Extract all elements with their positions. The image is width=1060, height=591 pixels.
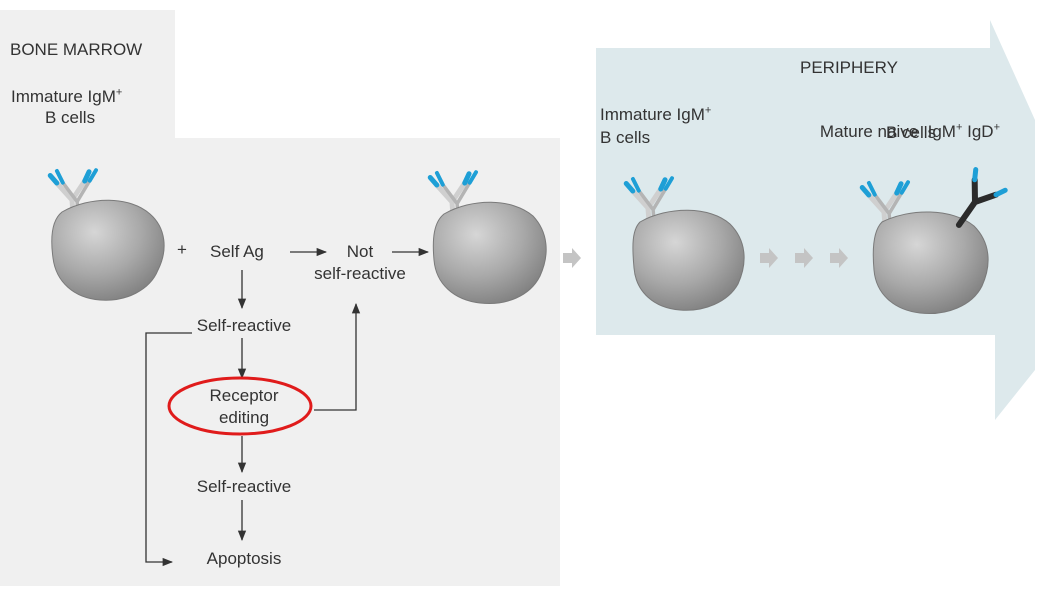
- arrow-bypass-apoptosis: [145, 332, 192, 567]
- periphery-title: PERIPHERY: [800, 58, 898, 77]
- self-reactive-label-2: Self-reactive: [196, 477, 292, 496]
- immature-b-cell-2: [430, 170, 547, 305]
- receptor-editing-label-1: Receptor: [209, 386, 279, 405]
- bone-marrow-panel: [0, 10, 560, 586]
- mature-naive-label: Mature naive IgM+ IgD+: [819, 121, 1001, 141]
- receptor-editing-highlight: [167, 376, 313, 436]
- receptor-editing-label-2: editing: [218, 408, 270, 427]
- arrow-receptor-up: [314, 302, 361, 411]
- periphery-immature-label-2: B cells: [600, 128, 651, 147]
- bm-immature-label: Immature IgM+: [11, 86, 123, 106]
- flow-arrows: [145, 247, 430, 567]
- igd-antibody: [955, 167, 1008, 228]
- bm-immature-label-2: B cells: [45, 108, 96, 127]
- not-self-reactive-label-2: self-reactive: [314, 264, 406, 283]
- mature-naive-label-2: B cells: [886, 123, 937, 142]
- immature-b-cell-periphery: [626, 176, 745, 311]
- self-reactive-label-1: Self-reactive: [196, 316, 292, 335]
- periphery-panel: [596, 20, 1035, 420]
- immature-b-cell-1: [50, 168, 165, 301]
- mature-naive-b-cell: [862, 167, 1008, 315]
- self-ag-label: Self Ag: [210, 242, 264, 261]
- not-self-reactive-label-1: Not: [346, 242, 374, 261]
- periphery-immature-label: Immature IgM+: [600, 104, 712, 124]
- bone-marrow-title: BONE MARROW: [10, 40, 143, 59]
- plus-sign: +: [177, 240, 187, 259]
- apoptosis-label: Apoptosis: [206, 549, 282, 568]
